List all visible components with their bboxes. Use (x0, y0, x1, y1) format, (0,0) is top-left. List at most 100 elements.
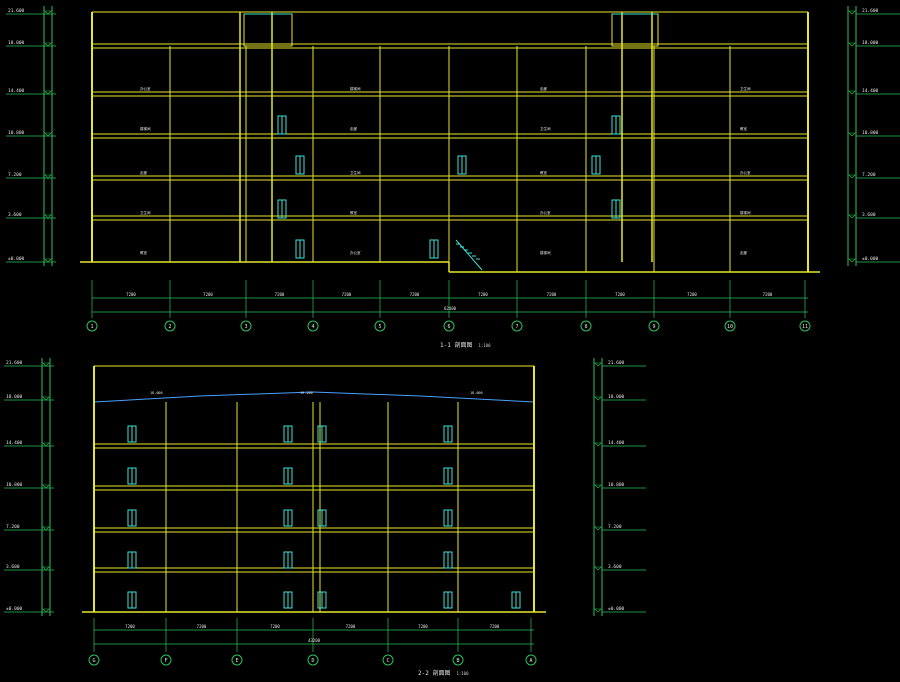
s2-door (127, 551, 137, 569)
s1-right-level-label: ±0.000 (862, 256, 879, 262)
s1-right-level-marker (848, 132, 856, 137)
s1-stair-tower-right (611, 13, 659, 47)
s2-right-level-marker (594, 484, 602, 489)
s2-axis-label: B (456, 658, 459, 664)
s1-axis-bubble (648, 320, 660, 332)
s1-right-level-marker (848, 258, 856, 263)
s2-door (127, 591, 137, 609)
s1-axis-label: 8 (584, 324, 587, 330)
s1-door (611, 199, 621, 219)
s2-right-level-label: 7.200 (608, 524, 622, 530)
s1-axis-label: 2 (168, 324, 171, 330)
s1-stair-tower-left (243, 13, 293, 47)
s2-door (317, 591, 327, 609)
s2-right-level-label: 10.800 (608, 482, 625, 488)
s1-door (611, 115, 621, 135)
s2-right-level-label: 21.600 (608, 360, 625, 366)
s1-axis-bubble (307, 320, 319, 332)
s1-left-level-label: 10.800 (8, 130, 25, 136)
s1-right-level-label: 18.000 (862, 40, 879, 46)
s2-left-level-label: ±0.000 (6, 606, 23, 612)
s2-left-level-marker (42, 608, 50, 613)
s2-door (283, 425, 293, 443)
s2-axis-bubble (160, 654, 172, 666)
s2-axis-label: C (386, 658, 389, 664)
s2-axis-bubble (307, 654, 319, 666)
s1-room-label: 楼梯间 (140, 126, 151, 131)
s2-axis-bubble (88, 654, 100, 666)
s2-floor-slab (93, 567, 535, 573)
s1-room-label: 办公室 (140, 86, 151, 91)
s2-roof-level-label: 19.200 (300, 391, 313, 395)
s1-axis-bubble (511, 320, 523, 332)
section-1-1: 教室办公室楼梯间走廊卫生间教室办公室楼梯间走廊卫生间教室办公室楼梯间走廊卫生间教… (6, 6, 900, 332)
s2-door (443, 467, 453, 485)
s1-right-level-marker (848, 174, 856, 179)
s2-left-level-marker (42, 442, 50, 447)
s2-axis-label: G (92, 658, 95, 664)
s1-left-level-marker (44, 132, 52, 137)
s2-floor-slab (93, 527, 535, 533)
s1-left-level-label: 18.000 (8, 40, 25, 46)
s1-left-level-label: 3.600 (8, 212, 22, 218)
s2-right-level-label: 3.600 (608, 564, 622, 570)
s2-bay-dim: 7200 (270, 624, 280, 629)
s2-right-level-label: ±0.000 (608, 606, 625, 612)
s1-room-label: 办公室 (540, 210, 551, 215)
s1-right-level-label: 7.200 (862, 172, 876, 178)
s1-room-label: 办公室 (740, 170, 751, 175)
s1-room-label: 教室 (350, 210, 358, 215)
s1-floor-slab (91, 133, 809, 139)
s1-room-label: 走廊 (740, 250, 748, 255)
s1-room-label: 走廊 (140, 170, 147, 175)
section-2-scale: 1:100 (456, 671, 469, 676)
s1-door (295, 155, 305, 175)
s1-axis-label: 9 (652, 324, 655, 330)
s1-floor-slab (91, 175, 809, 181)
s2-door (443, 425, 453, 443)
s2-roof-level-label: 18.000 (470, 391, 483, 395)
s1-bay-dim: 7200 (687, 292, 697, 297)
s1-total-dim: 62400 (444, 306, 457, 311)
s2-axis-bubble (382, 654, 394, 666)
s1-floor-slab (91, 91, 809, 97)
s1-axis-bubble (580, 320, 592, 332)
s2-door (283, 467, 293, 485)
s1-entrance-stair (455, 239, 483, 271)
s1-room-label: 走廊 (540, 86, 548, 91)
s2-right-level-marker (594, 396, 602, 401)
s2-floor-slab (93, 485, 535, 491)
s1-axis-bubble (724, 320, 736, 332)
s1-room-label: 教室 (740, 126, 748, 131)
s1-bay-dim: 7200 (342, 292, 352, 297)
s1-left-level-marker (44, 10, 52, 15)
s1-room-label: 卫生间 (350, 170, 361, 175)
s1-left-level-marker (44, 42, 52, 47)
s1-room-label: 楼梯间 (540, 250, 551, 255)
s2-roof-edge (93, 391, 535, 403)
s2-left-level-marker (42, 362, 50, 367)
s1-floor-slab (91, 215, 809, 221)
s2-floor-slab (93, 443, 535, 449)
s1-room-label: 办公室 (350, 250, 361, 255)
s1-axis-label: 10 (727, 324, 733, 330)
s1-axis-bubble (443, 320, 455, 332)
s1-door (591, 155, 601, 175)
s1-bay-dim: 7200 (615, 292, 625, 297)
s1-door (429, 239, 439, 259)
s1-right-level-label: 14.400 (862, 88, 879, 94)
s1-axis-bubble (164, 320, 176, 332)
s1-axis-label: 11 (802, 324, 808, 330)
s2-door (283, 509, 293, 527)
s1-room-label: 教室 (140, 250, 147, 255)
s2-left-level-label: 21.600 (6, 360, 23, 366)
s1-bay-dim: 7200 (763, 292, 773, 297)
s1-left-level-marker (44, 90, 52, 95)
s2-bay-dim: 7200 (125, 624, 135, 629)
s1-axis-bubble (799, 320, 811, 332)
s1-axis-label: 5 (378, 324, 381, 330)
s2-door (443, 551, 453, 569)
s2-left-level-marker (42, 526, 50, 531)
